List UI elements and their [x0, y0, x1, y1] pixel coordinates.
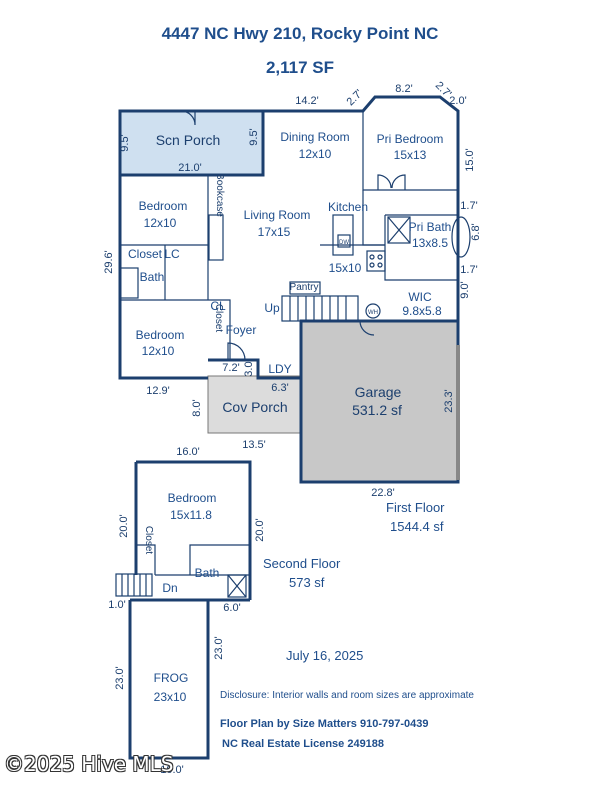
d-29-6-label: 29.6' [103, 250, 115, 274]
second-floor-outline [128, 460, 252, 760]
first-floor-outline [118, 95, 460, 380]
shower-symbol-upstairs [227, 574, 247, 598]
room-size-dining: 12x10 [299, 147, 332, 161]
room-label-bedroom-2: Bedroom [136, 328, 185, 342]
room-label-cl: CL [210, 299, 226, 313]
room-label-cov-porch: Cov Porch [222, 399, 287, 415]
property-address: 4447 NC Hwy 210, Rocky Point NC [161, 24, 439, 43]
d-6-3-label: 6.3' [271, 382, 288, 394]
floor-plan-credit: Floor Plan by Size Matters 910-797-0439 [220, 718, 429, 730]
room-size-wic: 9.8x5.8 [402, 304, 442, 318]
stairs-first-floor [281, 295, 359, 322]
d-14-2-label: 14.2' [295, 95, 319, 107]
d-23-0b-label: 23.0' [213, 636, 225, 660]
d-3-0-label: 3.0' [243, 359, 255, 376]
room-label-closet-2: Closet [213, 304, 224, 333]
room-size-bedroom-1: 12x10 [144, 216, 177, 230]
d-6-0-label: 6.0' [223, 602, 240, 614]
room-size-living: 17x15 [258, 225, 291, 239]
d-12-9-label: 12.9' [146, 385, 170, 397]
room-label-bookcase: Bookcase [214, 173, 225, 217]
room-label-dining: Dining Room [280, 130, 349, 144]
room-label-closet-1: Closet [128, 247, 163, 261]
d-23-3-label: 23.3' [443, 389, 455, 413]
room-label-scn-porch: Scn Porch [156, 132, 221, 148]
stairs-second-floor [115, 573, 153, 597]
d-9-5a-label: 9.5' [119, 134, 131, 151]
d-1-0-label: 1.0' [108, 599, 125, 611]
room-label-kitchen: Kitchen [328, 200, 368, 214]
room-size-bedroom-3: 15x11.8 [170, 508, 212, 522]
shower-symbol [387, 216, 411, 244]
second-floor-name: Second Floor [263, 556, 341, 571]
screened-porch-area [118, 109, 265, 177]
second-floor-area: 573 sf [289, 575, 325, 590]
room-label-ldy: LDY [268, 362, 291, 376]
stairs-down-label: Dn [162, 581, 177, 595]
plan-date: July 16, 2025 [286, 648, 364, 663]
d-15-0-label: 15.0' [464, 148, 476, 172]
room-size-garage: 531.2 sf [352, 402, 402, 418]
dishwasher-symbol [337, 234, 351, 248]
mls-watermark: ©2025 Hive MLS [4, 752, 174, 776]
license-text: NC Real Estate License 249188 [222, 738, 385, 750]
d-23-0a-label: 23.0' [114, 666, 126, 690]
room-size-kitchen: 15x10 [329, 261, 362, 275]
room-label-bath-1: Bath [140, 270, 165, 284]
d-8-0-label: 8.0' [191, 399, 203, 416]
wh-label: WH [368, 310, 378, 316]
d-8-2-label: 8.2' [395, 83, 412, 95]
d-7-2-label: 7.2' [222, 362, 239, 374]
room-label-garage: Garage [355, 384, 402, 400]
d-22-8-label: 22.8' [371, 487, 395, 499]
garage-area [299, 319, 460, 484]
room-label-frog: FROG [154, 671, 189, 685]
total-square-footage: 2,117 SF [265, 58, 335, 77]
room-label-living: Living Room [244, 208, 311, 222]
soaking-tub-symbol [451, 216, 471, 258]
d-1-7a-label: 1.7' [460, 200, 477, 212]
fireplace-symbol [208, 214, 224, 261]
d-21-0-label: 21.0' [178, 162, 202, 174]
d-9-5b-label: 9.5' [248, 128, 260, 145]
room-label-pri-bath: Pri Bath [409, 220, 452, 234]
first-floor-name: First Floor [386, 500, 445, 515]
room-size-pri-bath: 13x8.5 [412, 236, 448, 250]
d-2-7a-label: 2.7' [344, 87, 365, 108]
room-size-frog: 23x10 [154, 690, 187, 704]
d-20-0b-label: 20.0' [254, 518, 266, 542]
d-13-5-label: 13.5' [242, 439, 266, 451]
d-1-7b-label: 1.7' [460, 264, 477, 276]
water-heater-symbol [365, 303, 381, 319]
room-label-bath-2: Bath [195, 566, 220, 580]
room-label-bedroom-1: Bedroom [139, 199, 188, 213]
room-label-lc: LC [164, 247, 180, 261]
room-label-pri-bedroom: Pri Bedroom [377, 132, 444, 146]
room-label-foyer: Foyer [226, 323, 257, 337]
room-label-wic: WIC [408, 290, 432, 304]
d-16-0-label: 16.0' [176, 446, 200, 458]
room-label-closet-3: Closet [143, 526, 154, 555]
first-floor-area: 1544.4 sf [390, 519, 444, 534]
stairs-up-label: Up [264, 301, 280, 315]
disclosure-text: Disclosure: Interior walls and room size… [220, 690, 474, 701]
d-2-0-label: 2.0' [449, 95, 466, 107]
d-6-8-label: 6.8' [470, 223, 482, 240]
d-9-0-label: 9.0' [459, 281, 471, 298]
bathtub-symbol [119, 267, 139, 299]
d-20-0a-label: 20.0' [118, 514, 130, 538]
d-10-0-label: 10.0' [160, 764, 184, 776]
room-label-pantry: Pantry [290, 282, 319, 293]
dw-label: DW [339, 240, 349, 246]
room-size-pri-bedroom: 15x13 [394, 148, 427, 162]
room-size-bedroom-2: 12x10 [142, 344, 175, 358]
room-label-bedroom-3: Bedroom [168, 491, 217, 505]
